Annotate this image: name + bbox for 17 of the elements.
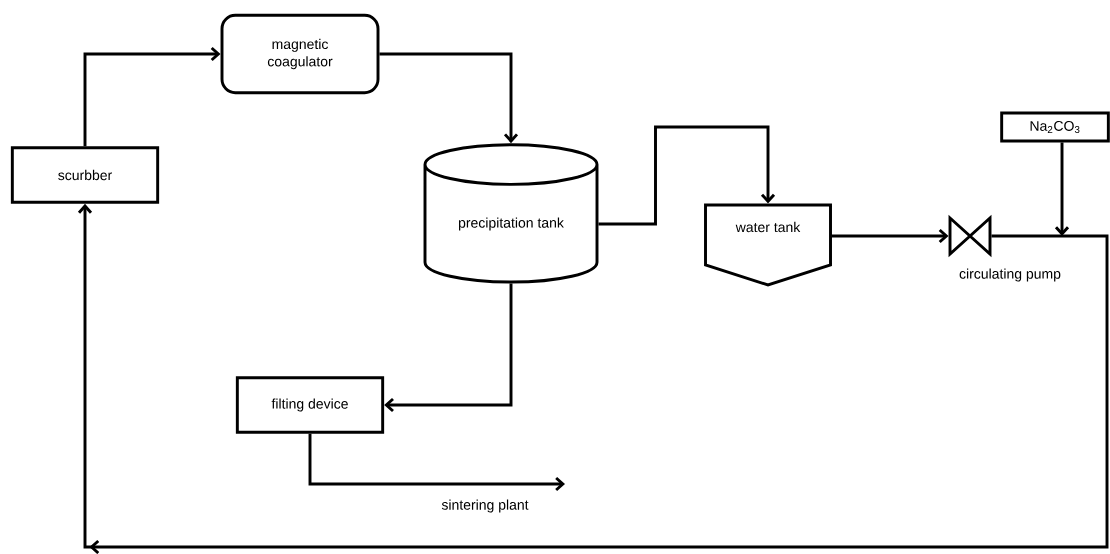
valve-symbol xyxy=(948,214,992,258)
process-box: magnetic coagulator xyxy=(220,13,380,95)
process-box: scurbber xyxy=(10,146,160,204)
process-box: filting device xyxy=(235,376,385,434)
equipment-label: circulating pump xyxy=(959,268,1061,282)
process-box: Na$_{2}$CO$_{3}$ xyxy=(1000,111,1110,143)
tank-drawing: water tank xyxy=(704,203,832,287)
arrow xyxy=(77,203,1109,554)
arrow xyxy=(1054,142,1070,236)
arrow xyxy=(308,433,565,492)
arrow xyxy=(379,52,519,144)
arrow xyxy=(598,125,776,226)
arrow xyxy=(384,283,513,413)
edge-label: sintering plant xyxy=(440,498,530,514)
arrow xyxy=(83,46,221,147)
tank-cylinder: precipitation tank xyxy=(423,143,599,284)
arrow xyxy=(831,228,949,244)
